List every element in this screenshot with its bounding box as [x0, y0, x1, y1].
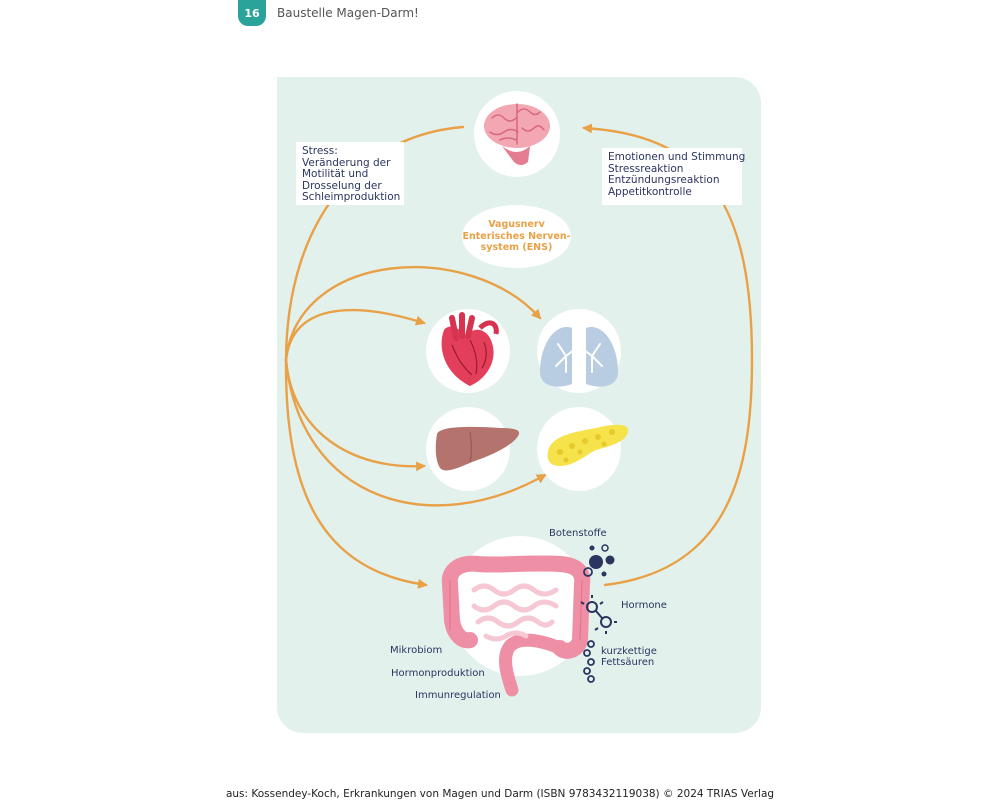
hormone-molecules-icon	[580, 595, 617, 634]
arrow-to-heart	[284, 308, 426, 362]
label-botenstoffe: Botenstoffe	[549, 528, 607, 539]
liver-icon	[426, 407, 520, 491]
stress-line-5: Schleimproduktion	[302, 191, 401, 203]
brain-icon	[474, 91, 560, 177]
brain-effect-line-1: Emotionen und Stimmung	[608, 151, 746, 163]
label-kurzkettige: kurzkettige	[601, 646, 657, 657]
brain-effect-line-2: Stressreaktion	[608, 162, 684, 175]
heart-icon	[426, 309, 510, 393]
source-credit: aus: Kossendey-Koch, Erkrankungen von Ma…	[225, 788, 775, 800]
lungs-icon	[537, 309, 621, 393]
stress-line-1: Stress:	[302, 145, 338, 157]
stress-line-4: Drosselung der	[302, 179, 382, 192]
stress-line-3: Motilität und	[302, 168, 369, 180]
label-fettsaeuren: Fettsäuren	[601, 657, 655, 668]
arrow-to-pancreas	[284, 358, 547, 507]
page-number-badge: 16	[238, 0, 266, 26]
label-mikrobiom: Mikrobiom	[390, 645, 443, 656]
label-immunregulation: Immunregulation	[415, 690, 501, 701]
fettsaeuren-chain-icon	[583, 640, 595, 683]
botenstoffe-molecules-icon	[583, 544, 615, 577]
pancreas-icon	[537, 407, 629, 491]
arrow-to-liver	[284, 358, 426, 472]
label-hormone: Hormone	[621, 600, 667, 611]
arrow-to-lungs	[284, 266, 542, 362]
vagus-ens-oval: Vagusnerv Enterisches Nerven- system (EN…	[462, 205, 571, 268]
label-hormonproduktion: Hormonproduktion	[391, 668, 485, 679]
ens-line-2: Enterisches Nerven-	[462, 230, 571, 242]
stress-line-2: Veränderung der	[302, 156, 391, 169]
ens-line-3: system (ENS)	[480, 242, 553, 254]
brain-effect-line-4: Appetitkontrolle	[608, 185, 692, 198]
stress-effects-box: Stress: Veränderung der Motilität und Dr…	[296, 142, 404, 205]
brain-effects-box: Emotionen und Stimmung Stressreaktion En…	[602, 148, 746, 205]
running-title: Baustelle Magen-Darm!	[277, 6, 419, 20]
ens-line-1: Vagusnerv	[488, 219, 545, 231]
brain-effect-line-3: Entzündungsreaktion	[608, 174, 720, 186]
intestine-icon	[441, 536, 591, 697]
